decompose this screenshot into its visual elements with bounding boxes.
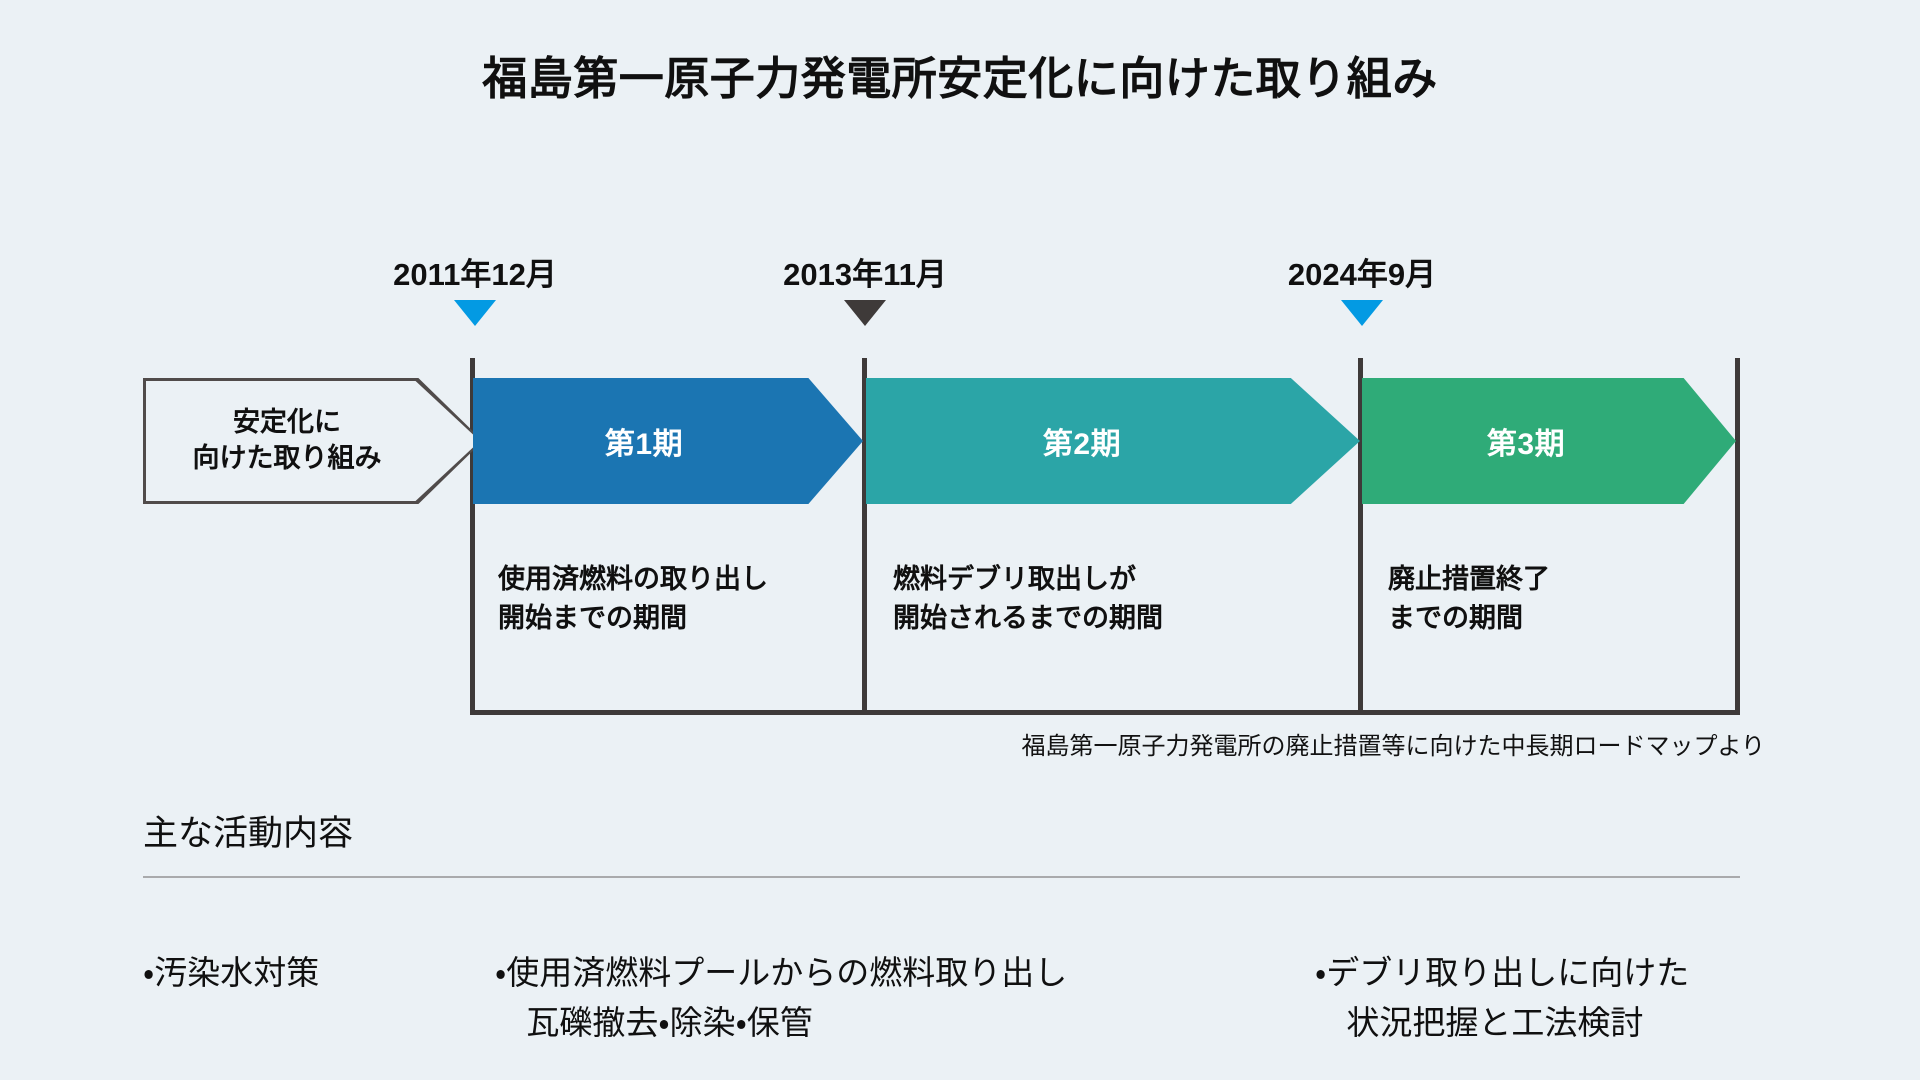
triangle-down-icon [1341,300,1383,327]
activity-line-primary: ・使用済燃料プールからの燃料取り出し [495,954,1068,992]
source-footnote: 福島第一原子力発電所の廃止措置等に向けた中長期ロードマップより [1021,733,1765,760]
page-title: 福島第一原子力発電所安定化に向けた取り組み [482,53,1438,104]
phase-label-3: 第3期 [1486,428,1566,461]
activity-line-primary: ・デブリ取り出しに向けた [1315,954,1690,992]
activities-heading: 主な活動内容 [143,814,354,853]
phase-label-2: 第2期 [1042,428,1122,461]
phase-label-1: 第1期 [604,428,684,461]
timeline-divider-1 [470,358,475,715]
lead-chevron-box-inner: 安定化に 向けた取り組み [146,381,480,501]
timeline-divider-4 [1735,358,1740,715]
activity-line-primary: ・汚染水対策 [143,954,320,992]
phase-arrow-3: 第3期 [1362,378,1736,504]
phase-arrow-1: 第1期 [473,378,863,504]
lead-chevron-label: 安定化に 向けた取り組み [192,407,382,473]
timeline-baseline [470,710,1740,715]
activity-column-3: ・デブリ取り出しに向けた 状況把握と工法検討 [1315,898,1775,1080]
activity-column-1: ・汚染水対策 [143,898,473,1048]
timeline-marker-2024-09: 2024年9月 [1197,257,1527,327]
timeline-marker-label: 2011年12月 [393,257,557,292]
timeline-marker-2011-12: 2011年12月 [310,257,640,327]
phase-description-1: 使用済燃料の取り出し 開始までの期間 [498,564,768,634]
lead-chevron-box: 安定化に 向けた取り組み [143,378,483,504]
activity-line-secondary: 状況把握と工法検討 [1346,1004,1644,1042]
phase-description-2: 燃料デブリ取出しが 開始されるまでの期間 [893,564,1163,634]
activity-line-secondary: 瓦礫撤去・除染・保管 [526,1004,813,1042]
activities-divider [143,876,1740,878]
timeline-marker-2013-11: 2013年11月 [700,257,1030,327]
timeline-divider-3 [1358,358,1363,715]
timeline-divider-2 [862,358,867,715]
triangle-down-icon [454,300,496,327]
timeline-marker-label: 2024年9月 [1287,257,1437,292]
triangle-down-icon [844,300,886,327]
phase-description-3: 廃止措置終了 までの期間 [1388,564,1550,634]
activity-column-2: ・使用済燃料プールからの燃料取り出し 瓦礫撤去・除染・保管 [495,898,1215,1080]
phase-arrow-2: 第2期 [866,378,1360,504]
timeline-marker-label: 2013年11月 [783,257,947,292]
